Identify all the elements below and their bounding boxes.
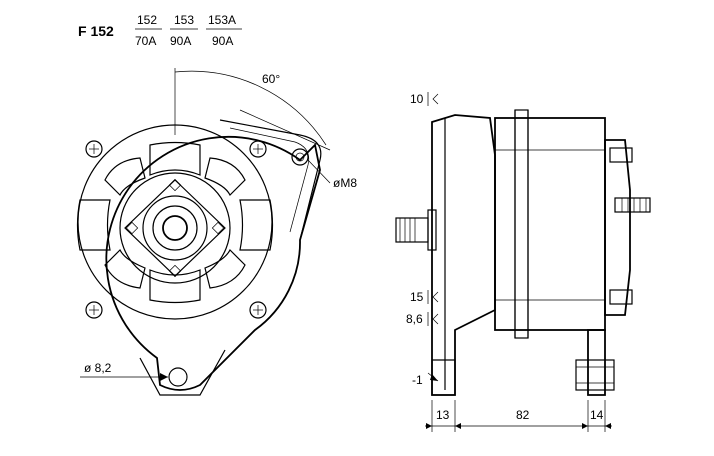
- vent-left: [76, 199, 111, 251]
- variant-153-number: 153: [174, 13, 194, 27]
- stator-ring: [514, 109, 529, 339]
- angle-arc: [174, 70, 327, 146]
- mount-hole-8-2: [168, 367, 188, 387]
- variant-153: 153 90A: [170, 13, 198, 48]
- variant-153a: 153A 90A: [206, 13, 242, 48]
- vent-top-left: [104, 157, 146, 197]
- side-view: 10 15 8,6 -1 13 82 14: [395, 92, 651, 432]
- svg-text:8,6: 8,6: [406, 312, 423, 326]
- thread-leader: [307, 159, 331, 184]
- screw-bottom-left: [85, 301, 103, 319]
- vent-right: [239, 199, 274, 251]
- angle-extension-line: [239, 109, 331, 151]
- svg-text:15: 15: [410, 290, 424, 304]
- dim-13-label: 13: [436, 408, 450, 422]
- vent-top-right: [204, 157, 246, 197]
- mount-hole-m8-inner: [295, 152, 305, 162]
- variant-153a-rating: 90A: [212, 34, 233, 48]
- vent-bottom: [149, 269, 201, 304]
- pulley-shaft: [395, 217, 429, 243]
- variant-152: 152 70A: [135, 13, 162, 48]
- thread-label: øM8: [333, 176, 357, 190]
- front-view: 60° øM8 ø 8,2: [76, 68, 357, 396]
- hole-label: ø 8,2: [84, 361, 112, 375]
- screw-top-left: [85, 140, 103, 158]
- variant-152-rating: 70A: [135, 34, 156, 48]
- vent-top: [149, 141, 201, 176]
- screw-top-right: [249, 140, 267, 158]
- variant-153-rating: 90A: [170, 34, 191, 48]
- shaft-collar: [427, 209, 437, 251]
- vent-bottom-right: [204, 248, 246, 289]
- dim-14-label: 14: [590, 408, 604, 422]
- front-housing-outline: [105, 136, 321, 391]
- hole-leader-arrow: [160, 373, 168, 381]
- dim-8-6: 8,6: [406, 312, 439, 326]
- hub-ring: [119, 172, 231, 284]
- vent-bottom-left: [104, 248, 146, 289]
- lower-mount-ear: [139, 349, 226, 396]
- rear-cover: [604, 139, 631, 316]
- mount-hole-m8: [291, 148, 309, 166]
- dim-minus-1: -1: [412, 372, 439, 387]
- terminal-stud: [614, 197, 651, 213]
- svg-text:10: 10: [410, 92, 424, 106]
- hub-diamond: [124, 179, 226, 277]
- upper-mount-ear: [219, 119, 322, 241]
- header: F 152 152 70A 153 90A 153A 90A: [78, 13, 242, 48]
- dim-10: 10: [410, 92, 439, 106]
- upper-terminal: [609, 147, 633, 163]
- upper-mount-ear-inner: [229, 127, 310, 233]
- svg-text:-1: -1: [412, 373, 423, 387]
- shaft-bearing: [152, 205, 198, 251]
- variant-152-number: 152: [137, 13, 157, 27]
- front-mount-lug: [431, 359, 456, 396]
- screw-bottom-right: [249, 301, 267, 319]
- shaft: [162, 215, 188, 241]
- dim-15: 15: [410, 290, 439, 304]
- hub-inner-ring: [142, 195, 208, 261]
- lower-terminal: [609, 289, 633, 305]
- front-end-bracket: [431, 114, 496, 396]
- variant-153a-number: 153A: [208, 13, 236, 27]
- angle-label: 60°: [262, 72, 280, 86]
- rear-mount-lug: [587, 329, 606, 396]
- rear-mount-bushing: [575, 359, 615, 391]
- hub-bolts: [125, 178, 225, 278]
- dim-82-label: 82: [516, 408, 530, 422]
- model-label: F 152: [78, 23, 114, 39]
